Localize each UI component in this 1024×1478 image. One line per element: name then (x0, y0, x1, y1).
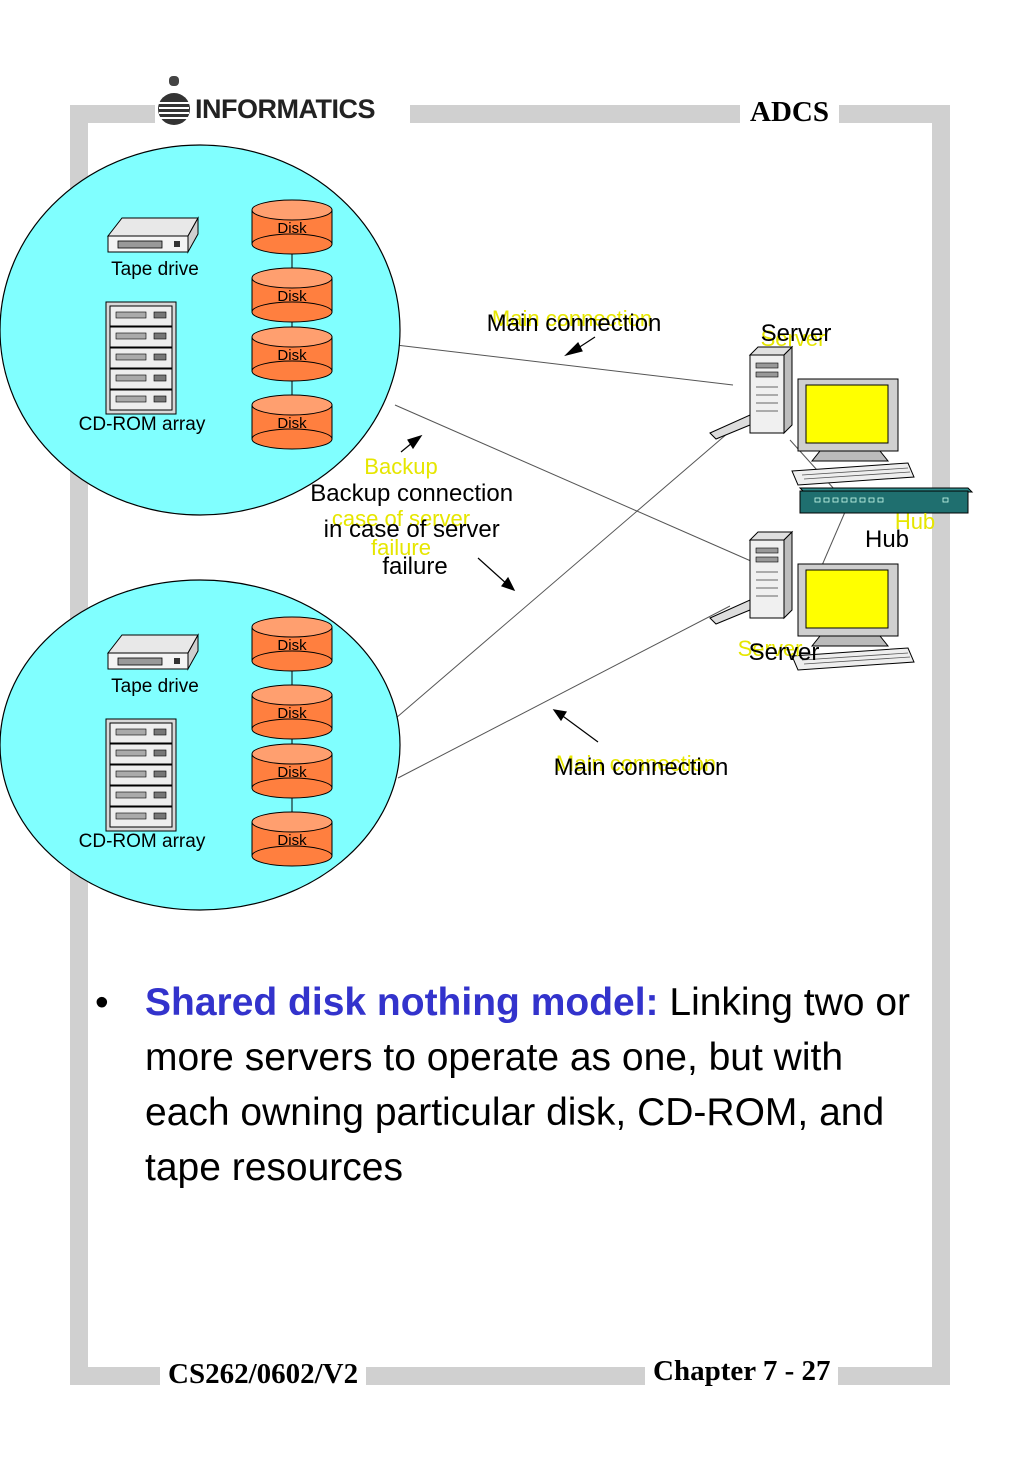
footer-chapter: Chapter 7 - 27 (645, 1355, 839, 1388)
cluster-bottom-circle (0, 579, 401, 911)
server-top-label: Server (761, 320, 832, 347)
cluster-top: Disk Disk Disk Disk Tape drive CD-ROM ar… (0, 144, 401, 516)
bullet-description: Linking two or more servers to operate a… (145, 981, 911, 1189)
network-diagram: Disk Disk Disk Disk Tape drive CD-ROM ar… (0, 144, 974, 911)
ghost-labels: Main connection Server Backup case of se… (332, 306, 935, 776)
tape-drive-icon (107, 217, 199, 253)
cluster-bottom: Disk Disk Disk Disk Tape drive CD-ROM ar… (0, 579, 401, 911)
disk-label: Disk (277, 220, 307, 237)
frame-right-bar (932, 105, 950, 1385)
tape-drive-icon (107, 634, 199, 670)
hub-icon (798, 487, 974, 514)
cdrom-array-icon (106, 719, 176, 831)
bullet-dot: • (95, 981, 109, 1024)
disk-label: Disk (277, 764, 307, 781)
arrow-head-backup-up (407, 434, 423, 450)
cdrom-label: CD-ROM array (79, 414, 206, 435)
ghost-backup-line-4: failure (371, 535, 431, 560)
ghost-main-connection-top: Main connection (492, 306, 652, 331)
disk-label: Disk (277, 347, 307, 364)
cdrom-array-icon (106, 302, 176, 414)
cluster-top-circle (0, 144, 401, 516)
informatics-logo-icon (158, 76, 190, 125)
ghost-server-bottom: Server (738, 636, 803, 661)
disk-label: Disk (277, 705, 307, 722)
footer-course-code: CS262/0602/V2 (160, 1358, 367, 1391)
hub-label: Hub (865, 526, 909, 553)
ghost-backup-line-1: Backup (364, 454, 437, 479)
server-bottom-label: Server (749, 639, 820, 666)
backup-connection-line-a (394, 404, 761, 566)
header-title: ADCS (740, 96, 839, 129)
backup-connection-line-b (395, 426, 736, 719)
arrow-head-top (564, 341, 583, 357)
disk-label: Disk (277, 415, 307, 432)
ghost-server-top: Server (761, 326, 826, 351)
cdrom-label: CD-ROM array (79, 831, 206, 852)
ghost-backup-line-3: case of server (332, 506, 470, 531)
ghost-hub: Hub (895, 509, 935, 534)
arrow-head-backup-down (501, 576, 516, 592)
main-connection-line-bottom (397, 605, 731, 779)
arrows (400, 336, 599, 743)
backup-connection-label: Backup connection in case of server fail… (310, 480, 519, 580)
bullet-term: Shared disk nothing model: (145, 981, 659, 1024)
tape-drive-label: Tape drive (111, 259, 199, 280)
logo-text: INFORMATICS (195, 94, 375, 124)
bullet-text: Shared disk nothing model: Linking two o… (145, 975, 915, 1195)
disk-label: Disk (277, 832, 307, 849)
arrow-head-bottom (552, 709, 567, 722)
ghost-main-connection-bottom: Main connection (556, 751, 716, 776)
informatics-logo: INFORMATICS (155, 76, 410, 132)
main-connection-top-label: Main connection (487, 310, 662, 337)
disk-label: Disk (277, 288, 307, 305)
disk-label: Disk (277, 637, 307, 654)
tape-drive-label: Tape drive (111, 676, 199, 697)
hub-link-bottom (819, 511, 846, 571)
main-connection-line-top (395, 344, 734, 386)
main-connection-bottom-label: Main connection (554, 754, 729, 781)
